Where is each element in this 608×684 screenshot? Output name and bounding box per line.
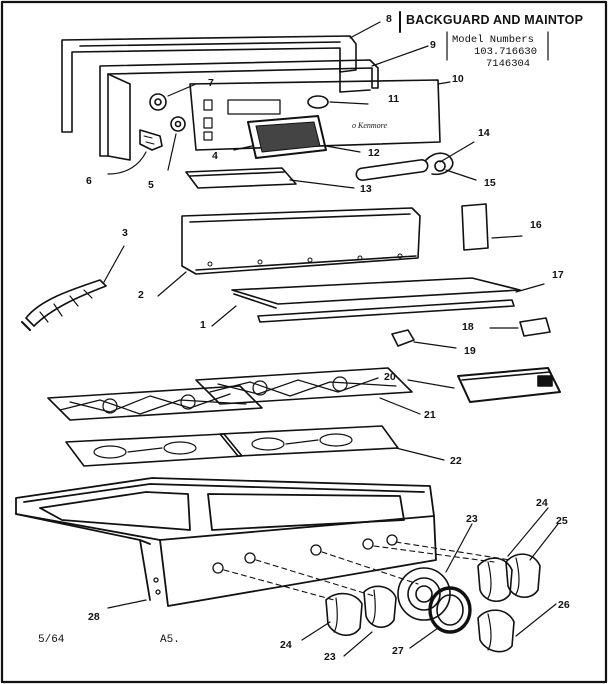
callout-23-bottom: 23 [324, 651, 336, 663]
model-number-2: 7146304 [486, 58, 531, 70]
callout-26: 26 [558, 599, 570, 611]
footer-date: 5/64 [38, 634, 65, 646]
pan-box [407, 367, 561, 403]
knob-23-left [363, 585, 397, 628]
bracket-clip [391, 329, 457, 349]
timer-knob [149, 83, 197, 111]
model-label: Model Numbers [452, 34, 534, 46]
callout-19: 19 [464, 345, 476, 357]
callout-11: 11 [388, 93, 400, 105]
backguard-front [99, 45, 429, 161]
callout-4: 4 [212, 150, 218, 162]
callout-2: 2 [138, 289, 144, 301]
lamp-socket [355, 141, 477, 181]
ring-27 [428, 586, 472, 634]
control-panel: o Kenmore [189, 79, 451, 151]
front-rail [211, 277, 545, 327]
svg-text:o Kenmore: o Kenmore [352, 121, 387, 130]
callout-27: 27 [392, 645, 404, 657]
callout-8: 8 [386, 13, 392, 25]
footer-page: A5. [160, 634, 180, 646]
burner-valve [21, 245, 125, 331]
callout-14: 14 [478, 127, 490, 139]
diagram-title: BACKGUARD AND MAINTOP [406, 13, 584, 27]
backguard-panel [61, 21, 381, 133]
callout-12: 12 [368, 147, 380, 159]
switch-knob [167, 116, 186, 171]
callout-16: 16 [530, 219, 542, 231]
knob-24-right [477, 557, 513, 602]
callout-18: 18 [462, 321, 474, 333]
knob-25 [505, 553, 541, 598]
callout-22: 22 [450, 455, 462, 467]
top-grates [47, 367, 421, 421]
lamp-part [307, 95, 369, 109]
tray-part [185, 167, 355, 189]
burner-pans [65, 425, 445, 467]
callout-5: 5 [148, 179, 154, 191]
callout-6: 6 [86, 175, 92, 187]
callout-21: 21 [424, 409, 436, 421]
callout-3: 3 [122, 227, 128, 239]
callout-24-bottom: 24 [280, 639, 292, 651]
knob-26 [477, 609, 515, 653]
callout-9: 9 [430, 39, 436, 51]
model-number-1: 103.716630 [474, 46, 538, 58]
clip-part [107, 129, 163, 175]
knob-24-left [325, 592, 363, 636]
callout-17: 17 [552, 269, 564, 281]
callout-1: 1 [200, 319, 206, 331]
clock-part [233, 115, 361, 159]
main-top [15, 477, 437, 609]
side-trim [461, 203, 523, 251]
callout-23-top: 23 [466, 513, 478, 525]
callout-13: 13 [360, 183, 372, 195]
bracket-clip-b [489, 317, 551, 337]
callout-10: 10 [452, 73, 464, 85]
callout-25: 25 [556, 515, 568, 527]
rear-panel [157, 207, 421, 297]
callout-24-top: 24 [536, 497, 548, 509]
callout-28: 28 [88, 611, 100, 623]
callout-7: 7 [208, 77, 214, 89]
callout-20: 20 [384, 371, 396, 383]
callout-15: 15 [484, 177, 496, 189]
bezel-23 [397, 567, 451, 621]
